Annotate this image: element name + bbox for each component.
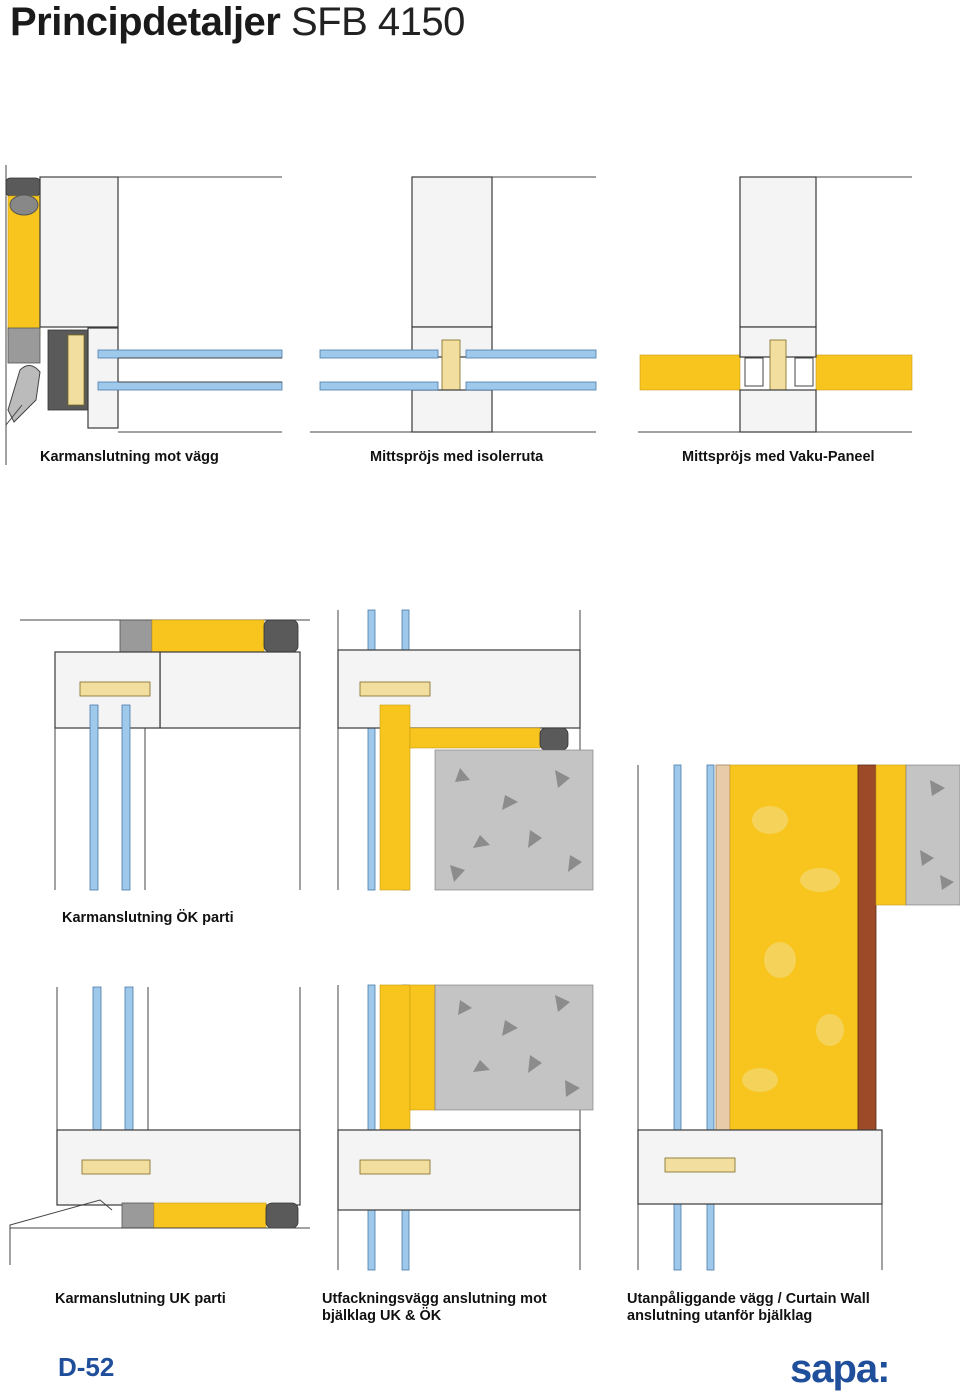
title-model: SFB 4150 xyxy=(291,0,465,44)
detail-drawing-head-connection xyxy=(20,619,310,891)
page-number: D-52 xyxy=(58,1352,115,1382)
detail-drawing-wall-connection xyxy=(5,165,283,465)
caption-curtain-wall: Utanpåliggande vägg / Curtain Wall anslu… xyxy=(627,1291,870,1324)
caption-mullion-insulated-glass: Mittspröjs med isolerruta xyxy=(370,449,544,465)
detail-drawing-infill-wall-slab xyxy=(337,609,594,1271)
detail-drawing-sill-connection xyxy=(9,986,310,1265)
detail-drawing-curtain-wall xyxy=(637,764,960,1271)
caption-wall-connection: Karmanslutning mot vägg xyxy=(40,449,219,465)
caption-head-connection: Karmanslutning ÖK parti xyxy=(62,910,234,926)
caption-infill-wall-slab: Utfackningsvägg anslutning mot bjälklag … xyxy=(322,1291,547,1324)
caption-mullion-vaku-panel: Mittspröjs med Vaku-Paneel xyxy=(682,449,875,465)
caption-sill-connection: Karmanslutning UK parti xyxy=(55,1291,226,1307)
detail-drawing-mullion-insulated-glass xyxy=(310,176,597,433)
detail-drawing-mullion-vaku-panel xyxy=(638,176,913,433)
title-bold: Principdetaljer xyxy=(10,0,281,44)
page-title: Principdetaljer SFB 4150 xyxy=(10,0,465,44)
sapa-logo: sapa: xyxy=(790,1347,890,1391)
